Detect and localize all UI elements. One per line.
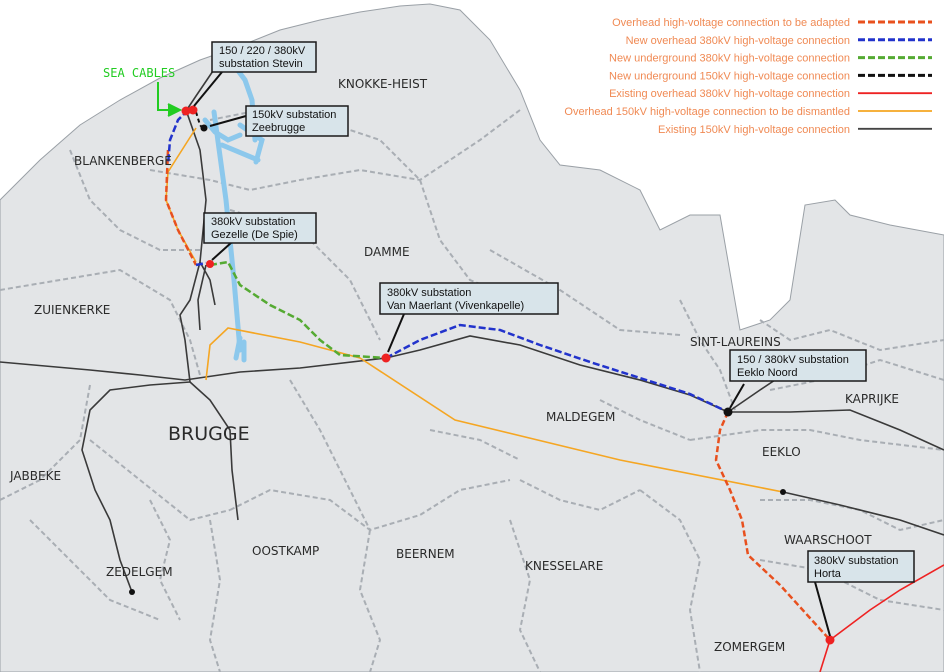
label-beernem: BEERNEM — [396, 547, 455, 561]
legend-label: New underground 150kV high-voltage conne… — [609, 70, 850, 82]
label-brugge: BRUGGE — [168, 423, 250, 445]
legend-item: Overhead 150kV high-voltage connection t… — [564, 106, 932, 118]
svg-text:Zeebrugge: Zeebrugge — [252, 122, 305, 134]
legend-item: Existing 150kV high-voltage connection — [658, 124, 932, 136]
legend-label: New underground 380kV high-voltage conne… — [609, 53, 850, 65]
callout-gezelle: 380kV substation Gezelle (De Spie) — [203, 212, 317, 244]
existing-380kv-line — [829, 564, 944, 641]
svg-text:substation Stevin: substation Stevin — [219, 58, 303, 70]
svg-text:150 / 220 / 380kV: 150 / 220 / 380kV — [219, 45, 306, 57]
label-eeklo: EEKLO — [762, 445, 801, 459]
label-jabbeke: JABBEKE — [9, 469, 61, 483]
svg-text:380kV substation: 380kV substation — [211, 216, 295, 228]
legend-item: Overhead high-voltage connection to be a… — [612, 17, 932, 29]
new-380kv-underground-line — [209, 260, 387, 360]
adapted-overhead-line — [164, 149, 831, 641]
label-sint-laureins: SINT-LAUREINS — [690, 335, 781, 349]
municipality-borders — [0, 108, 944, 672]
label-blankenberge: BLANKENBERGE — [74, 154, 172, 168]
label-zomergem: ZOMERGEM — [714, 640, 785, 654]
legend-item: New underground 380kV high-voltage conne… — [609, 53, 932, 65]
svg-text:Gezelle (De Spie): Gezelle (De Spie) — [211, 229, 298, 241]
callout-eeklo-noord: 150 / 380kV substation Eeklo Noord — [729, 349, 867, 382]
label-maldegem: MALDEGEM — [546, 410, 615, 424]
svg-text:150kV substation: 150kV substation — [252, 109, 336, 121]
legend-label: Existing 150kV high-voltage connection — [658, 124, 850, 136]
legend-item: Existing overhead 380kV high-voltage con… — [609, 88, 932, 100]
svg-text:Horta: Horta — [814, 568, 842, 580]
svg-text:380kV substation: 380kV substation — [814, 555, 898, 567]
municipality-labels: KNOKKE-HEIST BLANKENBERGE DAMME ZUIENKER… — [9, 77, 899, 654]
sea-cables-label: SEA CABLES — [103, 66, 175, 80]
label-kaprijke: KAPRIJKE — [845, 392, 899, 406]
label-knokke-heist: KNOKKE-HEIST — [338, 77, 428, 91]
legend-item: New underground 150kV high-voltage conne… — [609, 70, 932, 82]
new-380kv-overhead-line — [166, 109, 729, 414]
existing-150kv-lines — [0, 55, 944, 593]
sea-cables-arrow — [157, 82, 183, 117]
legend-label: Overhead 150kV high-voltage connection t… — [564, 106, 850, 118]
svg-text:150 / 380kV substation: 150 / 380kV substation — [737, 354, 849, 366]
label-zedelgem: ZEDELGEM — [106, 565, 173, 579]
legend-label: Overhead high-voltage connection to be a… — [612, 17, 850, 29]
legend-label: Existing overhead 380kV high-voltage con… — [609, 88, 850, 100]
callout-zeebrugge: 150kV substation Zeebrugge — [245, 105, 349, 137]
legend: Overhead high-voltage connection to be a… — [564, 17, 932, 136]
callout-van-maerlant: 380kV substation Van Maerlant (Vivenkape… — [379, 282, 559, 315]
label-oostkamp: OOSTKAMP — [252, 544, 319, 558]
svg-text:380kV substation: 380kV substation — [387, 287, 471, 299]
label-waarschoot: WAARSCHOOT — [784, 533, 872, 547]
substation-markers — [129, 105, 835, 645]
callout-stevin: 150 / 220 / 380kV substation Stevin — [211, 41, 317, 73]
svg-text:Eeklo Noord: Eeklo Noord — [737, 367, 798, 379]
label-zuienkerke: ZUIENKERKE — [34, 303, 110, 317]
svg-text:Van Maerlant (Vivenkapelle): Van Maerlant (Vivenkapelle) — [387, 300, 524, 312]
label-knesselare: KNESSELARE — [525, 559, 603, 573]
callout-pointers — [193, 71, 831, 637]
legend-item: New overhead 380kV high-voltage connecti… — [626, 35, 932, 47]
callout-horta: 380kV substation Horta — [807, 550, 915, 583]
legend-label: New overhead 380kV high-voltage connecti… — [626, 35, 850, 47]
label-damme: DAMME — [364, 245, 410, 259]
